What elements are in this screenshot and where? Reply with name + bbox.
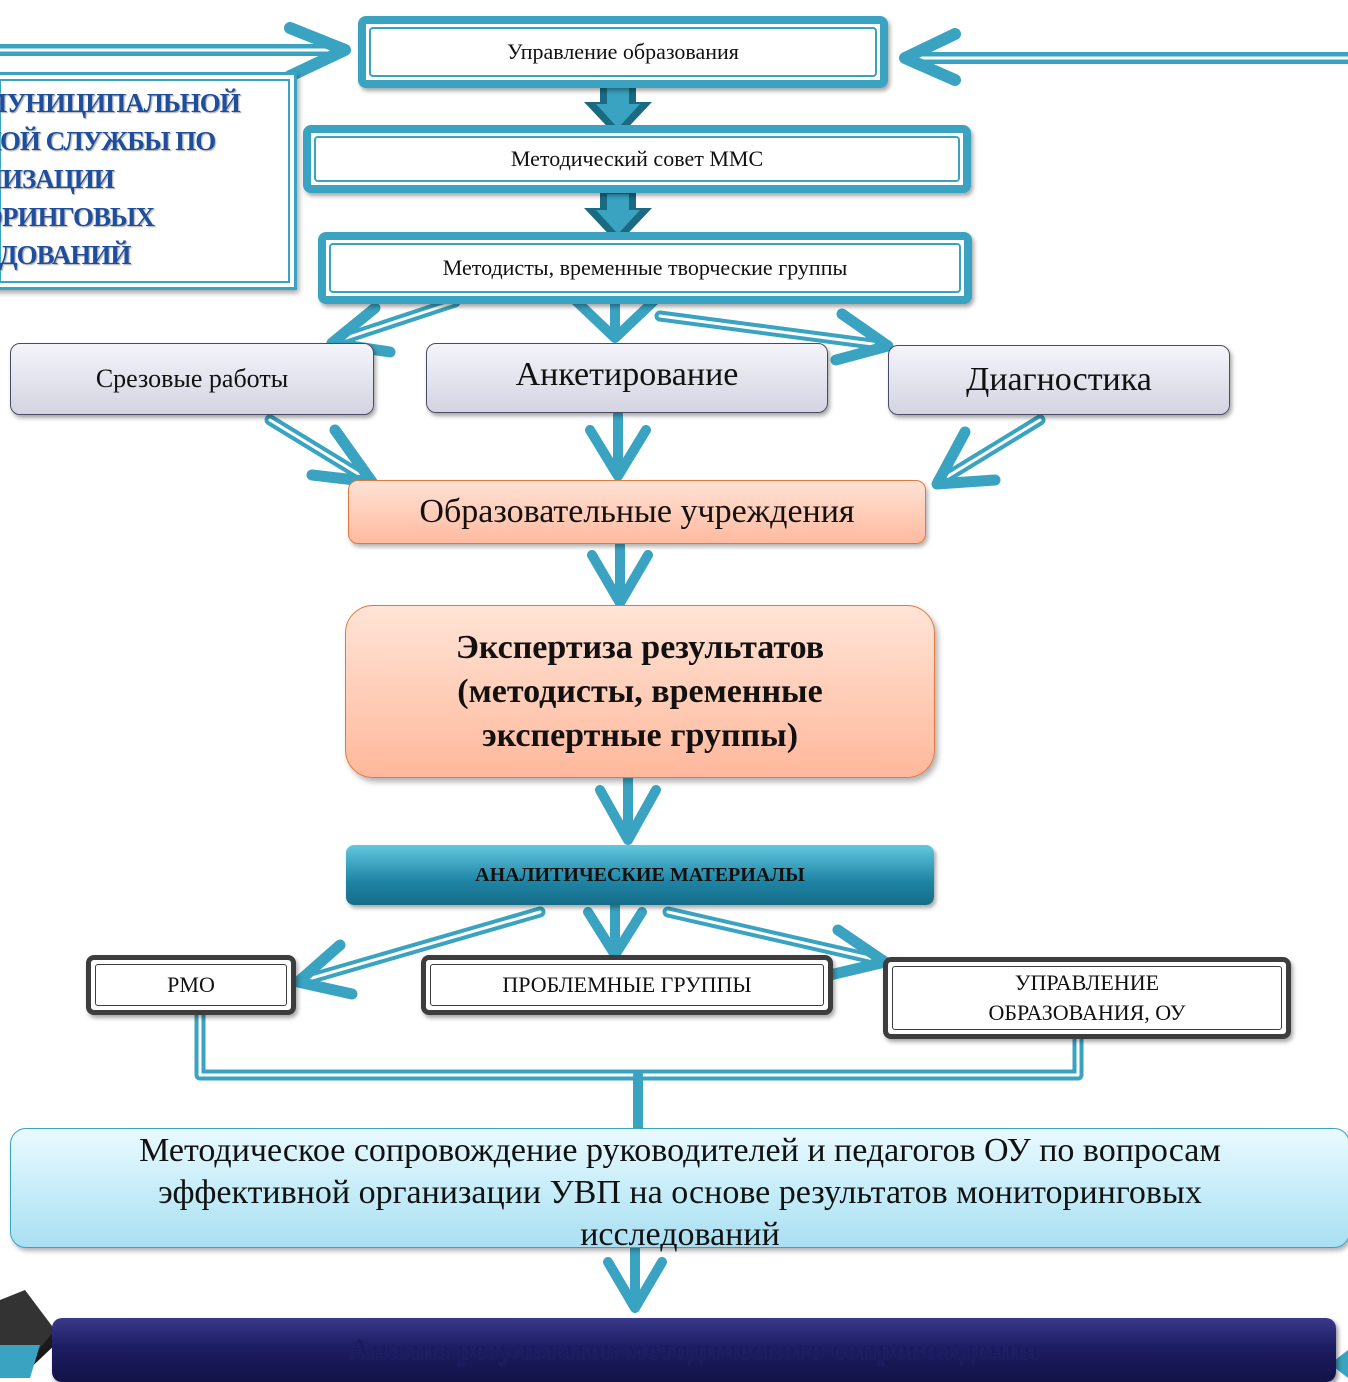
node-upravlenie-ou-label: УПРАВЛЕНИЕ ОБРАЗОВАНИЯ, ОУ [988,970,1186,1025]
arrow-right-to-upravlenie [899,28,1348,86]
node-analiz-label: Анализ результатов методического сопрово… [348,1333,1040,1366]
node-diagnostika-label: Диагностика [966,361,1152,398]
title-line-5: ЕДОВАНИЙ [0,240,131,270]
node-ou: Образовательные учреждения [348,480,926,544]
node-metodisty: Методисты, временные творческие группы [318,232,972,304]
node-rmo-label: РМО [167,972,215,997]
title-line-4: ОРИНГОВЫХ [0,202,155,232]
arrow-soprovozhdenie-to-analiz [603,1240,667,1313]
arrow-ekspertiza-to-analiticheskie [595,770,661,845]
arrow-anketirovanie-to-ou [585,410,651,481]
node-upravlenie: Управление образования [358,16,888,88]
node-soprovozhdenie: Методическое сопровождение руководителей… [10,1128,1348,1253]
title-line-3: НИЗАЦИИ [0,164,115,194]
arrow-analiticheskie-to-rmo [292,906,546,1000]
diagram-title-frame [0,72,297,290]
node-srezovye-label: Срезовые работы [95,364,289,393]
node-problemnye-label: ПРОБЛЕМНЫЕ ГРУППЫ [502,972,752,997]
block-arrow-sovet-to-metodisty [584,190,652,244]
block-arrow-upravlenie-to-sovet [584,84,652,138]
node-metod-sovet-label: Методический совет ММС [510,146,764,171]
node-ekspertiza: Экспертиза результатов (методисты, време… [345,605,935,778]
node-srezovye: Срезовые работы [10,343,374,415]
node-soprovozhdenie-label: Методическое сопровождение руководителей… [139,1132,1221,1253]
bracket-connector [194,1004,1084,1140]
node-metodisty-label: Методисты, временные творческие группы [442,255,848,280]
node-rmo: РМО [86,955,296,1015]
node-metod-sovet: Методический совет ММС [303,125,971,193]
arrow-diagnostika-to-ou [931,414,1046,490]
arrow-srezovye-to-ou [264,414,378,488]
title-line-2: КОЙ СЛУЖБЫ ПО [0,126,216,156]
node-analiticheskie: АНАЛИТИЧЕСКИЕ МАТЕРИАЛЫ [346,845,934,905]
arrow-left-to-upravlenie [0,22,351,82]
node-problemnye: ПРОБЛЕМНЫЕ ГРУППЫ [421,955,833,1015]
arrow-metodisty-to-diagnostika [654,308,894,366]
node-upravlenie-ou: УПРАВЛЕНИЕ ОБРАЗОВАНИЯ, ОУ [883,957,1291,1039]
node-anketirovanie-label: Анкетирование [515,356,739,393]
arrow-ou-to-ekspertiza [587,540,653,608]
diagram-title: МУНИЦИПАЛЬНОЙ КОЙ СЛУЖБЫ ПО НИЗАЦИИ ОРИН… [0,84,277,274]
node-diagnostika: Диагностика [888,345,1230,415]
corner-decoration-left [0,1290,60,1378]
arrow-analiticheskie-to-problemnye [583,900,647,960]
node-ou-label: Образовательные учреждения [419,493,855,530]
corner-decoration-right [1330,1350,1348,1378]
node-ekspertiza-label: Экспертиза результатов (методисты, време… [455,628,825,754]
node-anketirovanie: Анкетирование [426,343,828,413]
title-line-1: МУНИЦИПАЛЬНОЙ [0,88,241,118]
node-upravlenie-label: Управление образования [507,39,739,64]
node-analiticheskie-label: АНАЛИТИЧЕСКИЕ МАТЕРИАЛЫ [475,863,805,886]
node-analiz: Анализ результатов методического сопрово… [52,1318,1336,1382]
